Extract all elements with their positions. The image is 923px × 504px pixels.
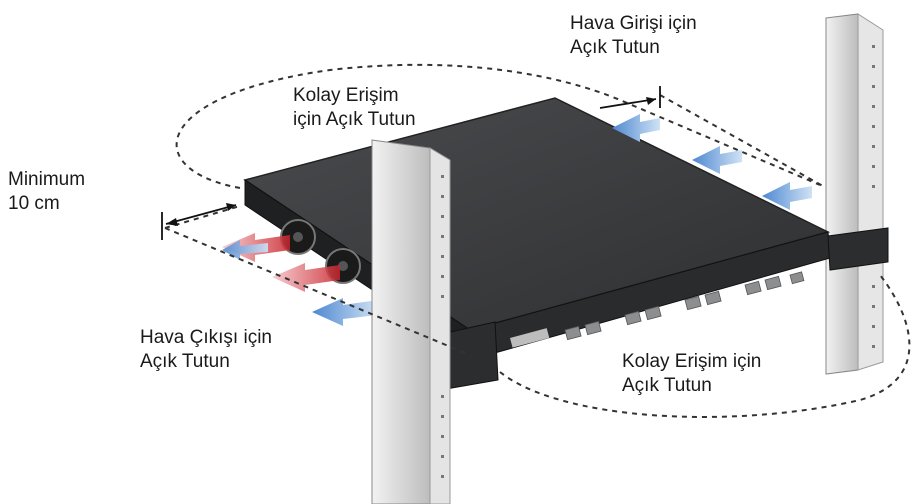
dimension-arrow-icon (161, 203, 237, 240)
air-intake-label: Hava Girişi için Açık Tutun (570, 12, 697, 60)
intake-airflow-arrows (612, 114, 812, 210)
easy-access-bottom-line1: Kolay Erişim için (622, 351, 762, 372)
air-exhaust-label: Hava Çıkışı için Açık Tutun (140, 326, 272, 374)
air-exhaust-label-line2: Açık Tutun (140, 351, 230, 372)
top-clearance-dashed-right (659, 94, 831, 191)
easy-access-top-label: Kolay Erişim için Açık Tutun (293, 84, 416, 132)
easy-access-bottom-label: Kolay Erişim için Açık Tutun (622, 350, 761, 398)
bottom-clearance-dashed-outline (164, 227, 911, 418)
minimum-label-line1: Minimum (8, 169, 86, 190)
air-exhaust-label-line1: Hava Çıkışı için (140, 327, 272, 348)
vendor-logo-plate (510, 328, 550, 348)
front-mounting-bracket-right (827, 227, 889, 271)
airflow-arrow-icon (222, 233, 378, 326)
top-dimension-arrow (599, 86, 661, 109)
easy-access-bottom-line2: Açık Tutun (622, 375, 712, 396)
air-intake-label-line1: Hava Girişi için (570, 13, 697, 34)
rack-post-left (371, 139, 451, 504)
minimum-label-line2: 10 cm (8, 193, 60, 214)
front-panel-ports (564, 271, 805, 341)
minimum-clearance-label: Minimum 10 cm (8, 168, 85, 216)
top-clearance-dashed-outline (175, 63, 821, 189)
air-intake-label-line2: Açık Tutun (570, 37, 660, 58)
rack-post-right (825, 13, 884, 375)
easy-access-top-line1: Kolay Erişim (293, 85, 399, 106)
easy-access-top-line2: için Açık Tutun (293, 109, 416, 130)
switch-chassis-top (243, 97, 831, 331)
